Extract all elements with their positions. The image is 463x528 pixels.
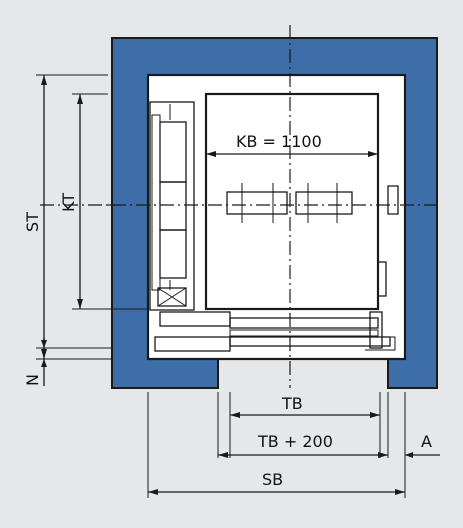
car-outline [204, 92, 380, 311]
a-label: A [421, 432, 432, 451]
kt-label: KT [59, 193, 78, 212]
door-track [229, 317, 379, 329]
st-label: ST [23, 212, 42, 232]
door-frame-right [369, 311, 383, 349]
door-track-low [229, 329, 379, 337]
shaft-interior-outline [146, 73, 407, 361]
car-guide-left [226, 191, 288, 215]
bottom-extension-lines [147, 392, 406, 498]
door-panel [229, 336, 391, 347]
car-guide-right [295, 191, 353, 215]
n-label: N [23, 374, 42, 386]
left-extension-lines [36, 74, 148, 360]
tb200-label: TB + 200 [257, 432, 333, 451]
right-equipment [377, 261, 387, 297]
door-jamb-right [365, 336, 396, 351]
sb-label: SB [262, 470, 283, 489]
counterweight-buffer-cross [157, 287, 187, 307]
car-guide-ticks [241, 183, 338, 223]
kb-label: KB = 1100 [236, 132, 322, 151]
a-arrow [405, 452, 413, 458]
counterweight-buffer [157, 287, 187, 307]
counterweight-frame [149, 101, 195, 311]
tb-label: TB [281, 394, 303, 413]
n-arrows [41, 340, 47, 367]
counterweight-block-bottom [159, 229, 187, 279]
